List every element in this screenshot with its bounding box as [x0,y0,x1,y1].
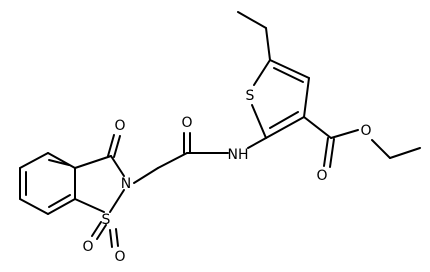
bond-benzene-3 [19,198,49,215]
bond-cester-oester [330,129,359,139]
atom-o-amide: O [181,115,192,131]
atom-o-ester: O [360,123,371,139]
bond-c5-c4 [269,59,310,79]
bond-c3-c2-inner [269,111,299,129]
atom-labels: O N S O O O NH S O O [82,88,371,265]
bond-s-o2-a [109,229,113,248]
bond-n-s [109,189,125,213]
bond-benzene-6 [47,152,76,169]
bond-benzene-4 [47,198,76,215]
bonds [19,11,421,248]
bond-s-c5 [253,59,271,86]
bond-cester-o-2 [329,138,335,168]
bond-c3a-c3 [74,155,112,169]
bond-oester-ch2 [371,139,391,159]
bond-c3-n [110,155,125,177]
bond-c5-c4-inner [273,67,304,83]
bond-ch2-ch3 [237,11,267,29]
bond-s-o1-b [96,224,107,240]
bond-c3-c2 [265,116,305,139]
atom-o-sulfonyl-2: O [114,249,125,265]
bond-cester-o-1 [323,137,329,167]
atom-s-thiophene: S [246,88,255,104]
bond-s-o1-a [91,221,102,237]
bond-n-ch2 [133,167,159,184]
bond-s-o2-b [115,228,119,247]
bond-c4-c3 [303,77,310,118]
atom-s-ring: S [102,212,111,228]
bond-c3-cester [303,116,332,139]
bond-benzene-1 [19,152,49,169]
atom-nh-amide: NH [228,147,249,163]
bond-nh-c2 [247,137,267,149]
bond-benzene-4-inner [48,194,71,208]
bond-s-c7a [74,198,105,213]
atom-o-carbonyl-ring: O [114,118,125,134]
bond-benzene-6-inner [48,159,70,166]
bond-ch2-camide [157,152,188,169]
atom-n-ring: N [121,176,131,192]
bond-c5-ch2 [265,27,271,61]
atom-o-ester-carbonyl: O [316,168,327,184]
bond-c3-o-1 [107,134,115,157]
atom-o-sulfonyl-1: O [82,239,93,255]
bond-c3-o-2 [113,135,121,158]
bond-c2-s [251,104,267,139]
bond-ethyl-ch2-ch3 [389,147,421,159]
